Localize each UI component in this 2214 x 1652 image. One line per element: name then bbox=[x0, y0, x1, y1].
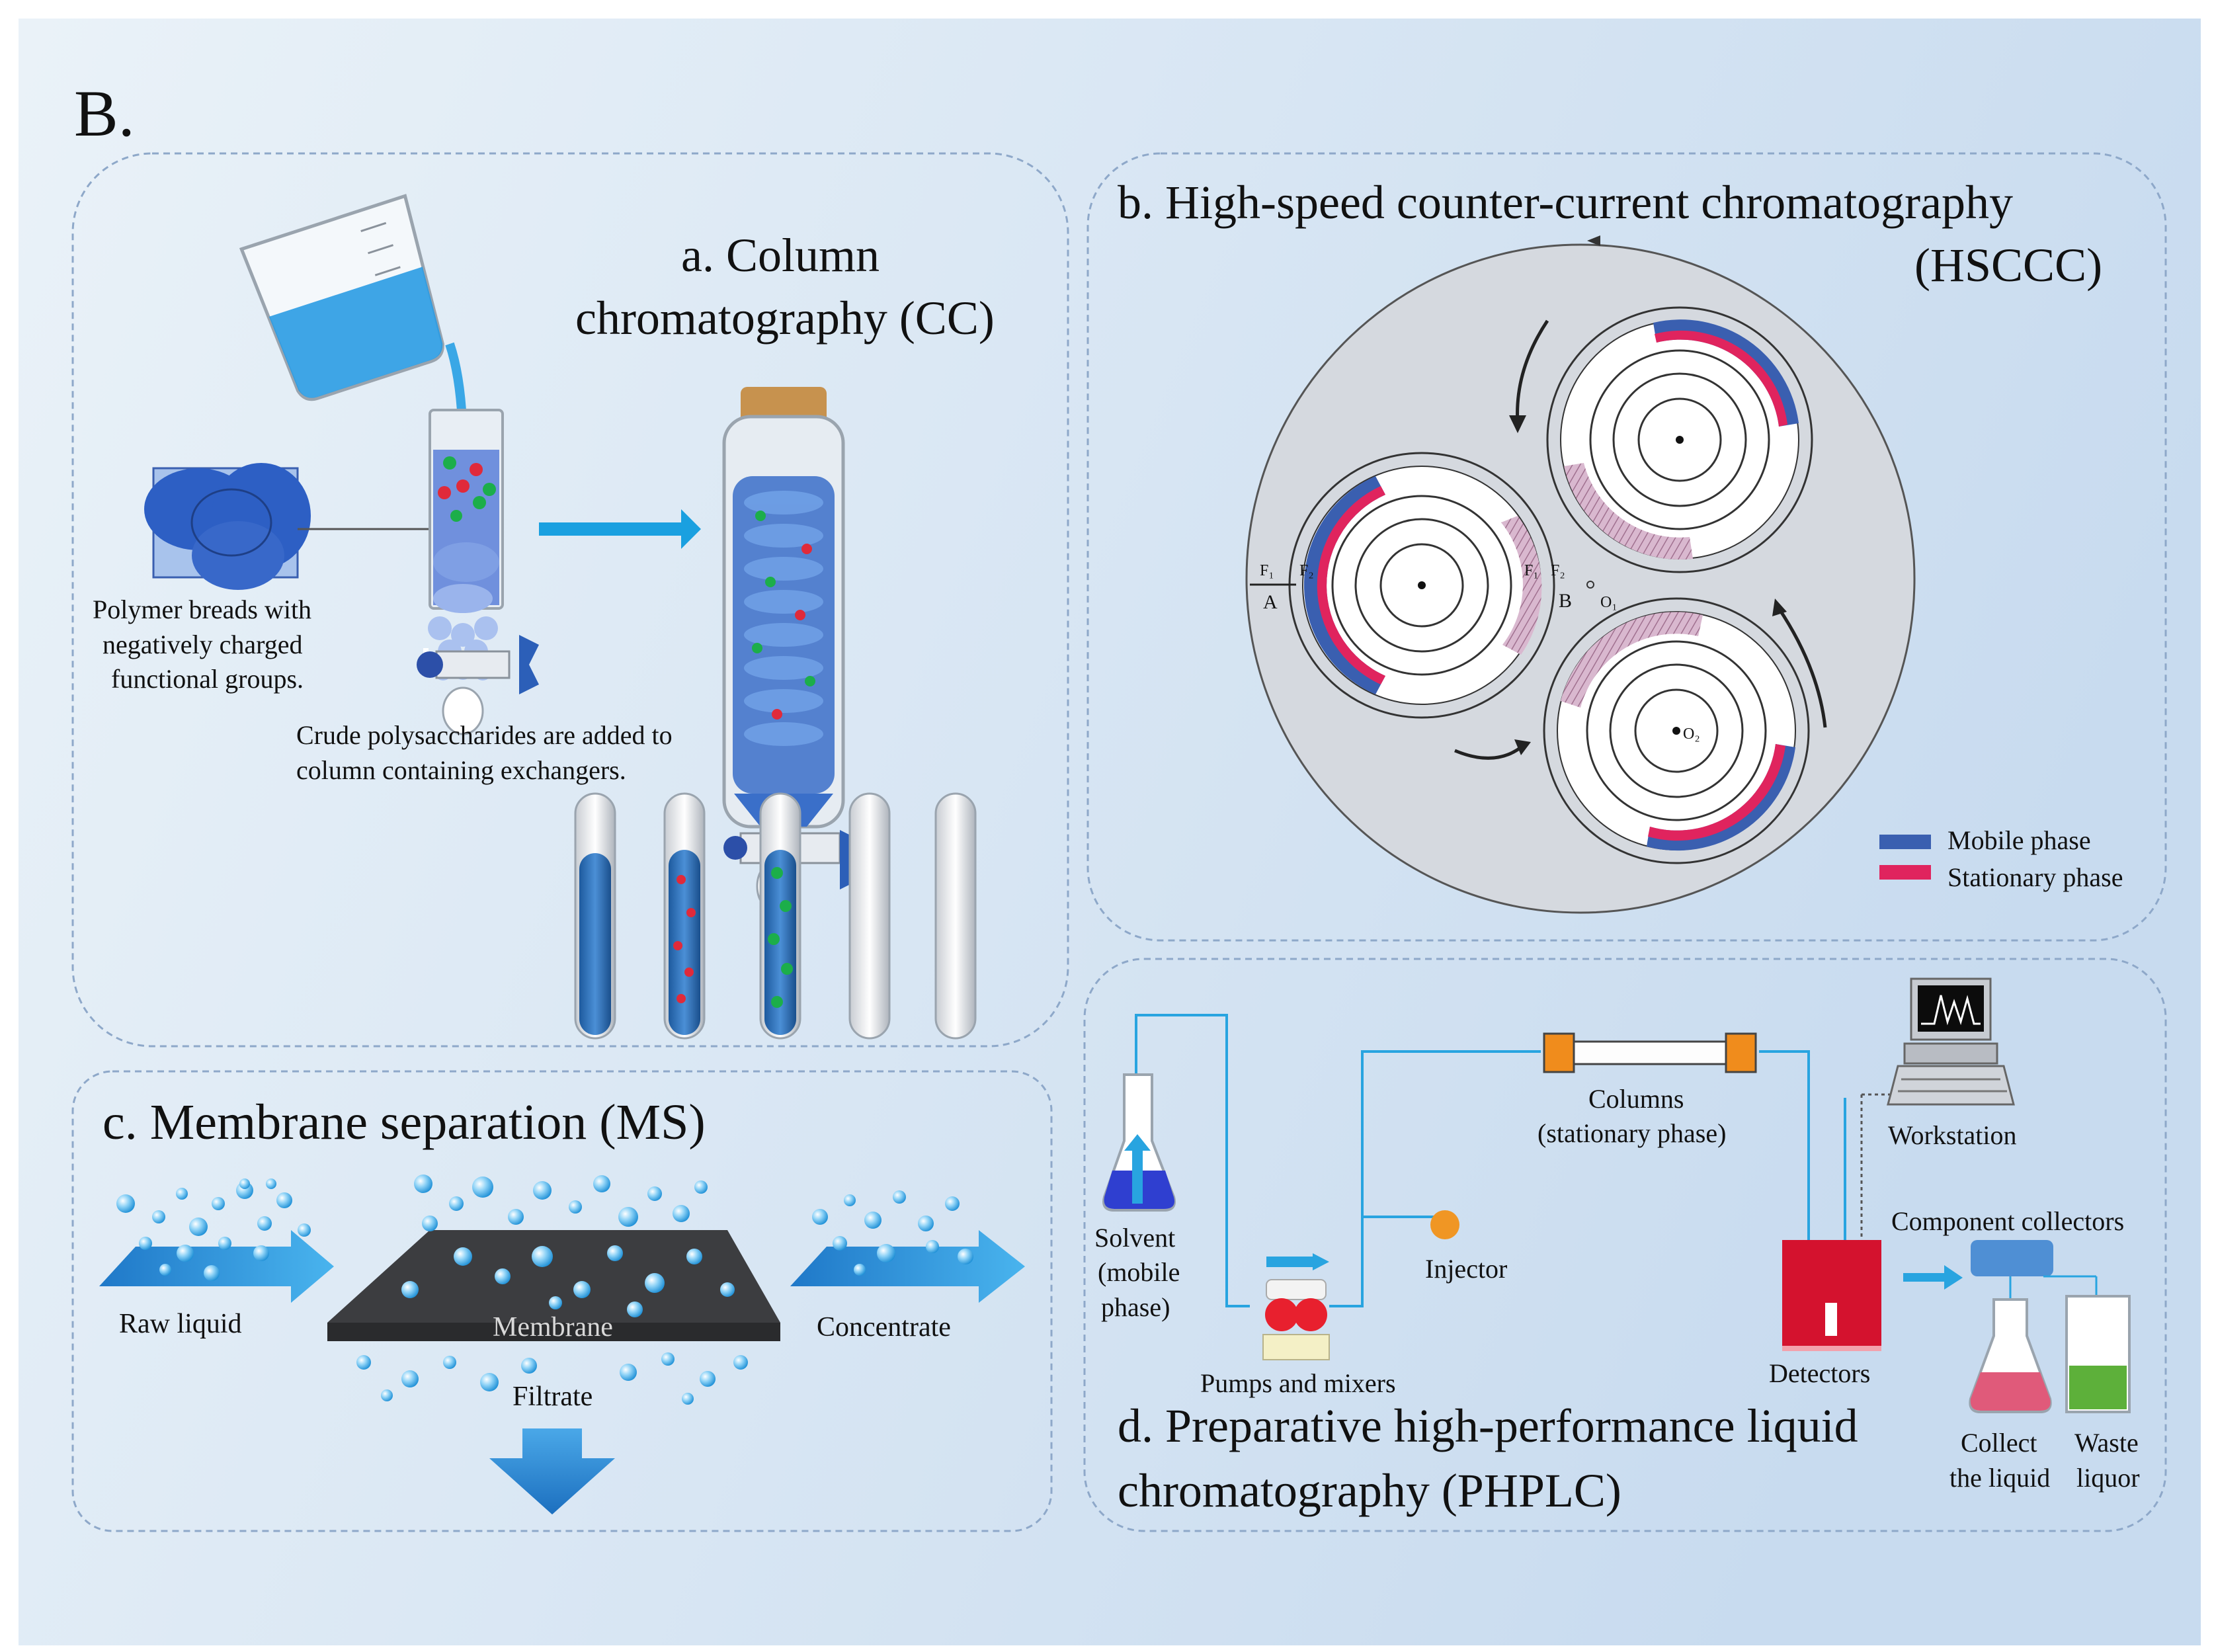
label-f2-left: F₂ bbox=[1299, 562, 1314, 579]
rotation-arrow-bottom bbox=[1454, 745, 1522, 760]
step-caption-line1: Crude polysaccharides are added to bbox=[296, 720, 673, 750]
column-icon bbox=[1543, 1032, 1757, 1073]
collect-label-line1: Collect bbox=[1961, 1428, 2037, 1458]
injector-label: Injector bbox=[1425, 1254, 1507, 1284]
legend-swatch-mobile bbox=[1879, 835, 1931, 849]
detector-icon bbox=[1782, 1240, 1881, 1351]
bubbles-membrane bbox=[401, 1175, 735, 1317]
workstation-label: Workstation bbox=[1888, 1120, 2017, 1150]
coil-bottom bbox=[1543, 597, 1810, 864]
membrane-label: Membrane bbox=[493, 1312, 613, 1342]
collector-arrow bbox=[1903, 1265, 1963, 1290]
workstation-icon bbox=[1887, 977, 2015, 1106]
process-arrow bbox=[539, 509, 701, 549]
test-tube-3 bbox=[759, 792, 801, 1040]
panel-c-membrane-separation: c. Membrane separation (MS) bbox=[71, 1070, 1053, 1532]
detectors-label: Detectors bbox=[1769, 1358, 1870, 1388]
injector-icon bbox=[1430, 1210, 1459, 1239]
collector-icon bbox=[1971, 1240, 2053, 1276]
collect-label-line2: the liquid bbox=[1949, 1463, 2050, 1493]
label-b: B bbox=[1559, 590, 1572, 612]
solvent-label-line3: phase) bbox=[1101, 1292, 1170, 1322]
raw-liquid-label: Raw liquid bbox=[119, 1309, 242, 1339]
bubbles-raw bbox=[116, 1178, 311, 1281]
bead-caption-line2: negatively charged bbox=[102, 630, 302, 659]
columns-label-line1: Columns bbox=[1588, 1084, 1684, 1114]
pouring-beaker-icon bbox=[239, 194, 444, 401]
columns-label-line2: (stationary phase) bbox=[1538, 1118, 1726, 1148]
loading-column-icon bbox=[417, 409, 539, 735]
panel-c-title: c. Membrane separation (MS) bbox=[102, 1094, 706, 1150]
collect-flask-icon bbox=[1969, 1298, 2052, 1413]
panel-c-frame bbox=[71, 1070, 1053, 1532]
filtrate-arrow bbox=[489, 1428, 615, 1514]
label-f1-left: F₁ bbox=[1260, 562, 1274, 579]
test-tube-4 bbox=[848, 792, 891, 1040]
legend: Mobile phase Stationary phase bbox=[1879, 825, 2123, 892]
panel-a-title-line1: a. Column bbox=[681, 229, 880, 282]
bubbles-filtrate bbox=[356, 1352, 748, 1405]
panel-d-title-line1: d. Preparative high-performance liquid bbox=[1118, 1399, 1858, 1452]
bead-caption-line3: functional groups. bbox=[111, 664, 304, 694]
test-tube-1 bbox=[574, 792, 616, 1040]
legend-label-stationary: Stationary phase bbox=[1948, 862, 2123, 892]
label-a: A bbox=[1263, 591, 1278, 613]
collectors-label: Component collectors bbox=[1891, 1206, 2124, 1236]
panel-b-title-line1: b. High-speed counter-current chromatogr… bbox=[1118, 176, 2013, 229]
coil-top bbox=[1546, 306, 1813, 573]
label-f2-right: F₂ bbox=[1551, 562, 1565, 579]
legend-swatch-stationary bbox=[1879, 865, 1931, 880]
panel-b-hsccc: b. High-speed counter-current chromatogr… bbox=[1086, 152, 2167, 942]
bead-caption-line1: Polymer breads with bbox=[93, 595, 311, 624]
solvent-label-line1: Solvent bbox=[1094, 1223, 1175, 1253]
concentrate-arrow bbox=[790, 1230, 1025, 1303]
solvent-flask-icon bbox=[1102, 1073, 1176, 1212]
legend-label-mobile: Mobile phase bbox=[1948, 825, 2091, 855]
waste-label-line2: liquor bbox=[2076, 1463, 2140, 1493]
panel-b-frame bbox=[1086, 152, 2167, 942]
rotation-arrow-right bbox=[1777, 607, 1827, 728]
pump-icon bbox=[1262, 1253, 1330, 1360]
test-tube-2 bbox=[663, 792, 706, 1040]
outer-direction-arrow-top bbox=[1587, 235, 1600, 246]
solvent-label-line2: (mobile bbox=[1098, 1257, 1180, 1287]
filtrate-label: Filtrate bbox=[512, 1382, 593, 1412]
pumps-label: Pumps and mixers bbox=[1200, 1368, 1396, 1398]
tubing bbox=[1135, 1014, 1846, 1307]
panel-b-title-line2: (HSCCC) bbox=[1914, 239, 2102, 292]
panel-d-frame bbox=[1083, 958, 2167, 1532]
panel-a-frame bbox=[71, 152, 1069, 1048]
concentrate-label: Concentrate bbox=[817, 1312, 951, 1342]
rotation-arrow-top bbox=[1516, 319, 1549, 424]
label-o1: O₁ bbox=[1600, 594, 1618, 611]
panel-a-column-chromatography: a. Column chromatography (CC) Polymer br… bbox=[71, 152, 1069, 1048]
step-caption-line2: column containing exchangers. bbox=[296, 755, 626, 785]
label-o2: O₂ bbox=[1683, 725, 1700, 743]
raw-liquid-arrow bbox=[99, 1230, 334, 1303]
figure-label: B. bbox=[74, 77, 135, 150]
coil-left bbox=[1288, 452, 1555, 719]
panel-a-title-line2: chromatography (CC) bbox=[575, 292, 995, 345]
label-f1-right: F₁ bbox=[1524, 562, 1539, 579]
test-tube-5 bbox=[934, 792, 977, 1040]
panel-d-phplc: Solvent (mobile phase) Pumps and mixers … bbox=[1083, 958, 2167, 1532]
waste-beaker-icon bbox=[2065, 1295, 2131, 1413]
bubbles-concentrate bbox=[812, 1190, 973, 1276]
membrane-sheet bbox=[327, 1230, 780, 1341]
waste-label-line1: Waste bbox=[2074, 1428, 2139, 1458]
panel-d-title-line2: chromatography (PHPLC) bbox=[1118, 1464, 1621, 1517]
polymer-bead-inset bbox=[144, 463, 436, 590]
